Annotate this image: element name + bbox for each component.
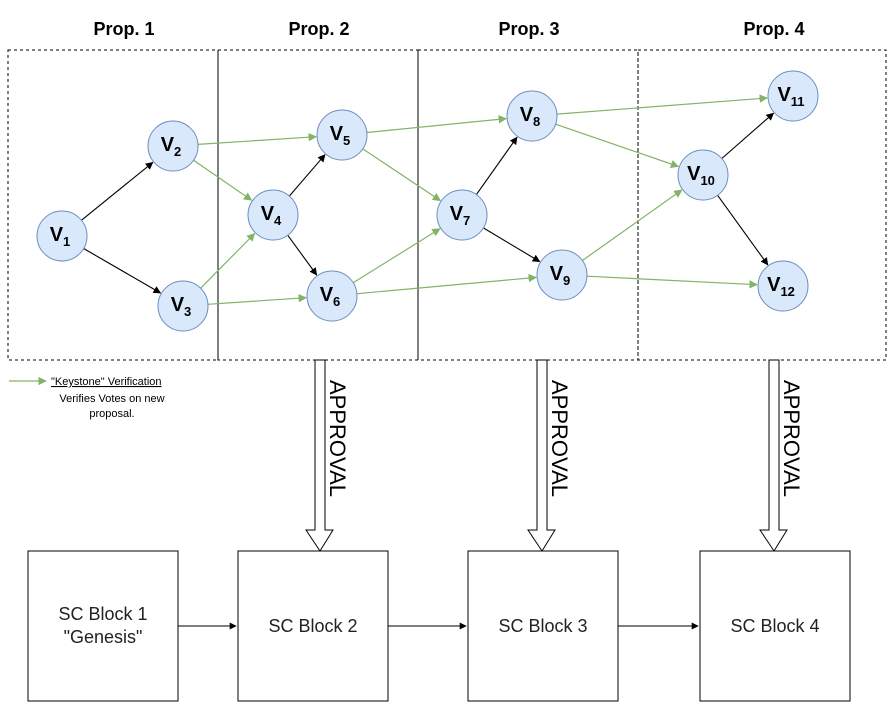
sc-block-3-label: SC Block 3: [498, 616, 587, 636]
edge-v10-v12: [717, 194, 769, 266]
node-label-v5: V5: [330, 123, 351, 148]
node-v10: V10: [677, 149, 729, 201]
node-circle-v11: [767, 70, 819, 122]
proposal-frames: [7, 49, 887, 361]
node-v6: V6: [306, 270, 358, 322]
edge-v4-v6: [287, 234, 318, 276]
node-circle-v5: [316, 109, 368, 161]
node-v1: V1: [36, 210, 88, 262]
node-circle-v1: [36, 210, 88, 262]
edge-v4-v5: [288, 154, 326, 197]
node-label-v8: V8: [520, 104, 541, 129]
node-label-v7: V7: [450, 203, 471, 228]
edge-v6-v7: [352, 228, 441, 284]
proposal-title-2: Prop. 2: [288, 19, 349, 39]
node-label-v6: V6: [320, 284, 341, 309]
edge-v3-v6: [207, 294, 307, 305]
node-circle-v7: [436, 189, 488, 241]
legend-title: "Keystone" Verification: [51, 376, 162, 388]
node-circle-v8: [506, 90, 558, 142]
approval-arrow-2: [305, 359, 334, 552]
edge-v1-v2: [81, 161, 154, 221]
edge-v2-v5: [197, 133, 317, 145]
node-label-v9: V9: [550, 263, 571, 288]
proposal-frame-4: [637, 49, 887, 361]
proposal-title-3: Prop. 3: [498, 19, 559, 39]
sc-blocks: SC Block 1 "Genesis" SC Block 2 SC Block…: [27, 550, 851, 702]
node-circle-v10: [677, 149, 729, 201]
approval-arrow-4: [759, 359, 788, 552]
node-v11: V11: [767, 70, 819, 122]
proposal-frame-2: [217, 49, 419, 361]
vote-edges: [81, 94, 775, 305]
node-v5: V5: [316, 109, 368, 161]
node-label-v11: V11: [777, 84, 804, 109]
node-label-v3: V3: [171, 294, 192, 319]
approval-arrow-3: [527, 359, 556, 552]
node-v2: V2: [147, 120, 199, 172]
sc-block-1: [27, 550, 179, 702]
edge-v5-v8: [366, 115, 507, 134]
proposal-titles: Prop. 1 Prop. 2 Prop. 3 Prop. 4: [93, 19, 804, 39]
sc-block-4: [699, 550, 851, 702]
node-circle-v4: [247, 189, 299, 241]
edge-v8-v11: [556, 94, 768, 115]
node-label-v2: V2: [161, 134, 182, 159]
edge-v6-v9: [356, 273, 537, 295]
sc-block-2: [237, 550, 389, 702]
legend: "Keystone" Verification Verifies Votes o…: [9, 376, 165, 420]
proposal-frame-1: [7, 49, 219, 361]
node-circle-v12: [757, 260, 809, 312]
edge-v7-v9: [483, 227, 541, 263]
approval-arrows: APPROVAL APPROVAL APPROVAL: [305, 359, 804, 552]
node-circle-v3: [157, 280, 209, 332]
node-label-v4: V4: [261, 203, 282, 228]
sc-block-4-label: SC Block 4: [730, 616, 819, 636]
edge-v5-v7: [362, 148, 442, 202]
approval-label-2: APPROVAL: [325, 380, 350, 497]
node-label-v12: V12: [767, 274, 795, 299]
approval-label-4: APPROVAL: [779, 380, 804, 497]
node-circle-v9: [536, 249, 588, 301]
legend-desc-line1: Verifies Votes on new: [59, 393, 164, 405]
node-v8: V8: [506, 90, 558, 142]
node-v12: V12: [757, 260, 809, 312]
edge-v9-v12: [586, 275, 758, 289]
sc-block-2-label: SC Block 2: [268, 616, 357, 636]
edge-v7-v8: [475, 136, 518, 195]
node-circle-v2: [147, 120, 199, 172]
edge-v9-v10: [582, 189, 683, 261]
node-label-v1: V1: [50, 224, 71, 249]
legend-desc-line2: proposal.: [89, 408, 134, 420]
edge-v2-v4: [193, 159, 253, 201]
node-v4: V4: [247, 189, 299, 241]
sc-block-1-line1: SC Block 1: [58, 604, 147, 624]
edge-v8-v10: [555, 123, 680, 169]
node-label-v10: V10: [687, 163, 715, 188]
sc-block-1-line2: "Genesis": [64, 627, 143, 647]
node-v9: V9: [536, 249, 588, 301]
node-v7: V7: [436, 189, 488, 241]
proposal-title-1: Prop. 1: [93, 19, 154, 39]
edge-v10-v11: [721, 112, 775, 159]
sc-block-3: [467, 550, 619, 702]
node-circle-v6: [306, 270, 358, 322]
node-v3: V3: [157, 280, 209, 332]
edge-v3-v4: [200, 232, 256, 289]
approval-label-3: APPROVAL: [547, 380, 572, 497]
edge-v1-v3: [83, 248, 162, 294]
proposal-title-4: Prop. 4: [743, 19, 804, 39]
